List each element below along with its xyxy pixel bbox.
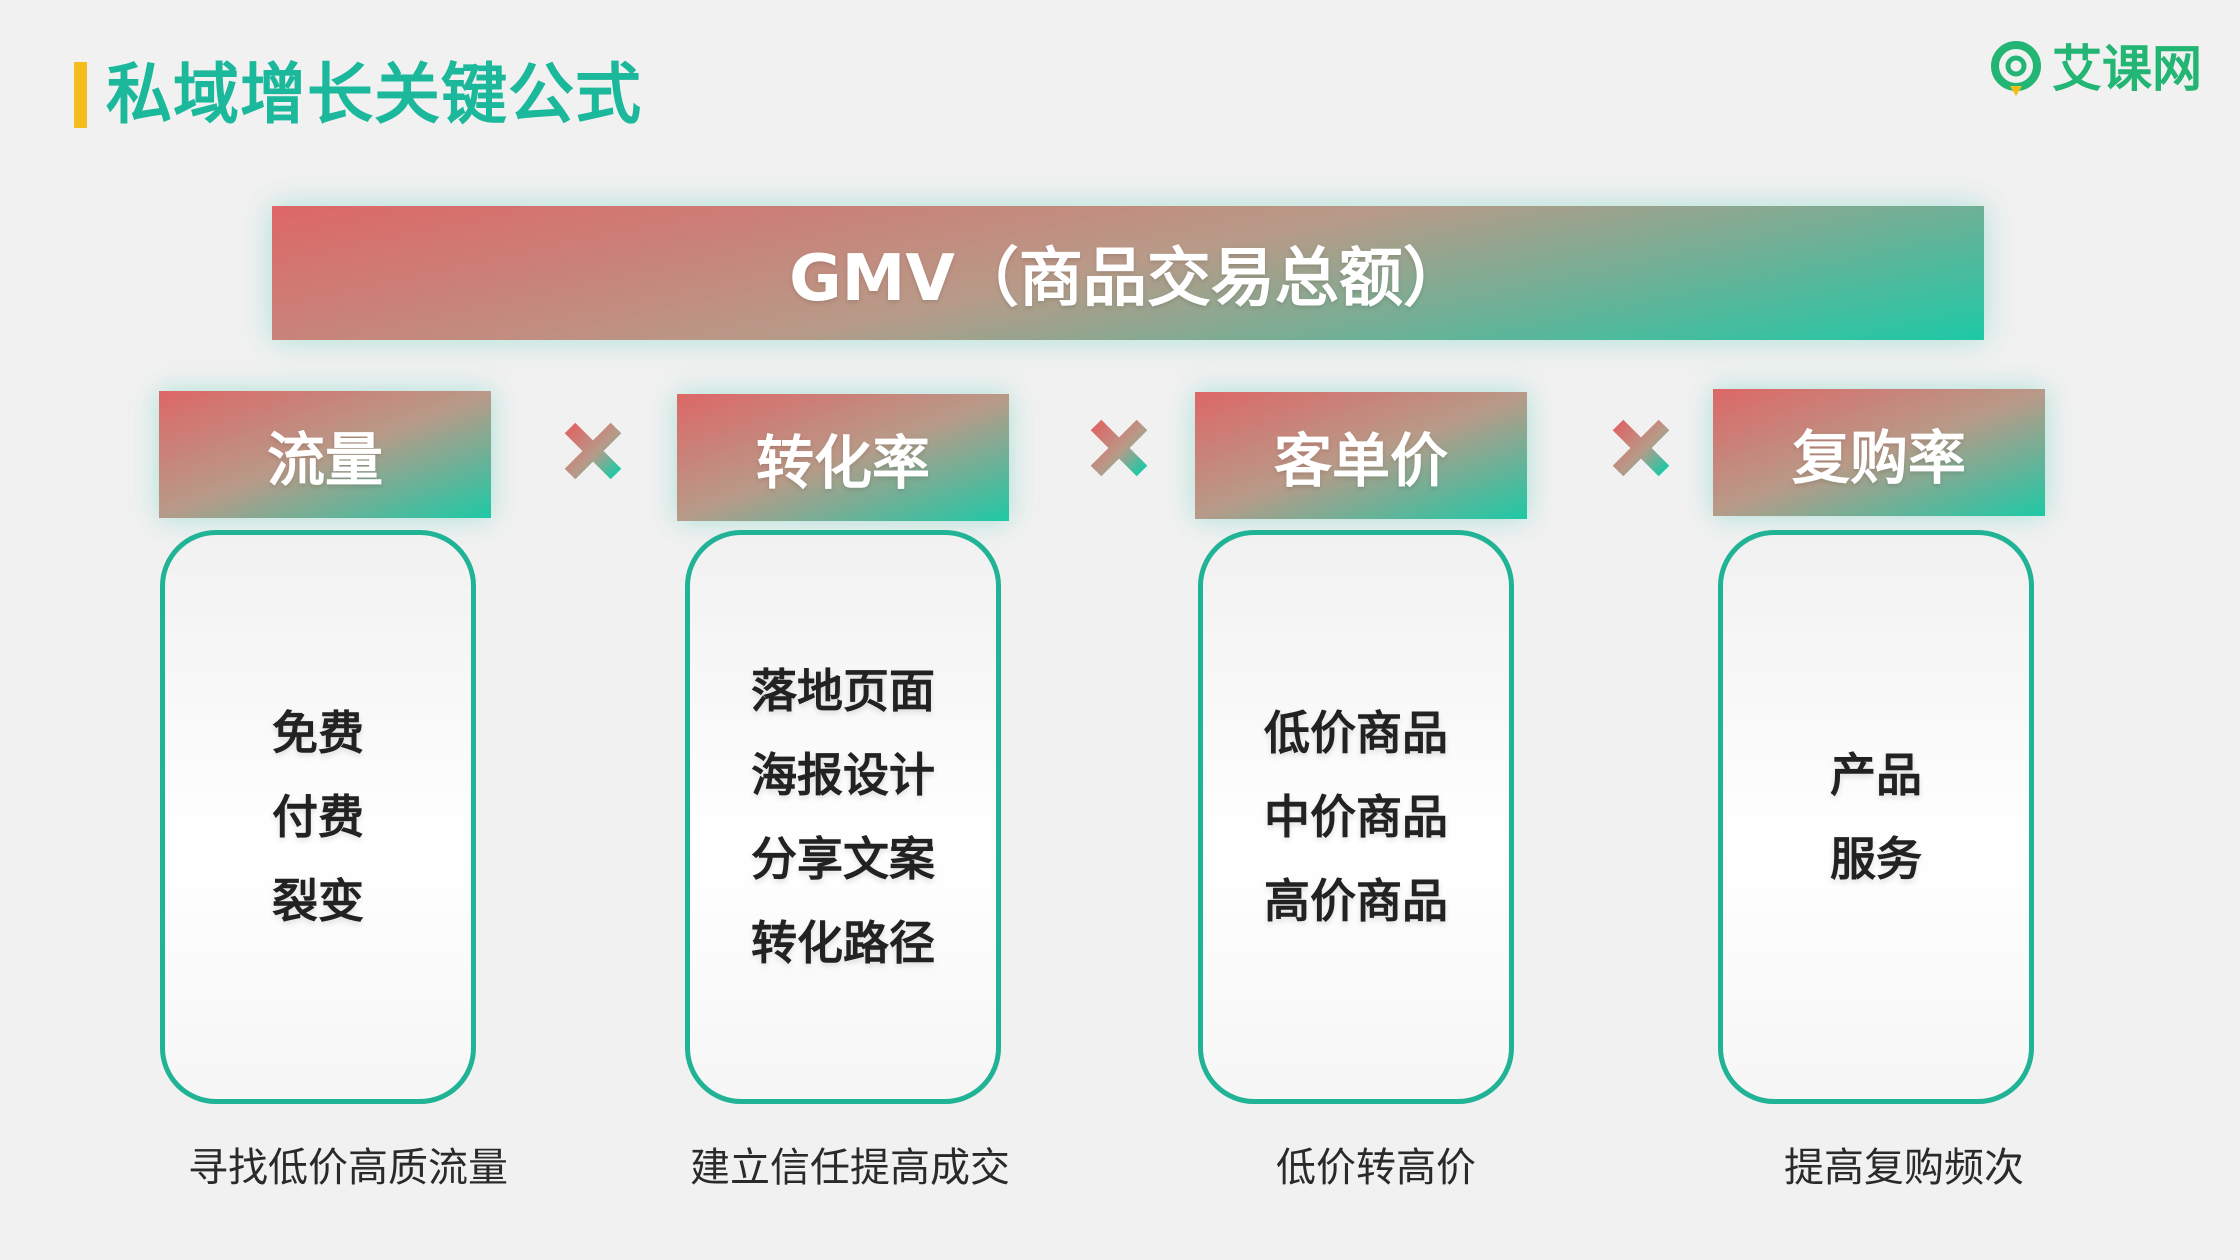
gmv-banner-text: GMV（商品交易总额） (789, 242, 1467, 316)
header-traffic: 流量 (159, 391, 491, 518)
list-item: 中价商品 (1264, 790, 1448, 844)
brand-logo: 艾课网 (1986, 34, 2202, 104)
card-order-value-list: 低价商品 中价商品 高价商品 (1264, 691, 1448, 943)
header-conversion-rate: 转化率 (677, 394, 1009, 521)
list-item: 付费 (272, 790, 364, 844)
header-order-value-label: 客单价 (1273, 426, 1448, 495)
card-traffic-list: 免费 付费 裂变 (272, 691, 364, 943)
multiply-icon (1090, 419, 1148, 477)
header-conversion-rate-label: 转化率 (755, 428, 930, 497)
title-accent-bar (74, 62, 87, 128)
list-item: 裂变 (272, 874, 364, 928)
header-repurchase-rate: 复购率 (1713, 389, 2045, 516)
list-item: 落地页面 (751, 664, 935, 718)
card-repurchase-rate-list: 产品 服务 (1830, 733, 1922, 901)
card-conversion-rate-list: 落地页面 海报设计 分享文案 转化路径 (751, 649, 935, 985)
list-item: 海报设计 (751, 748, 935, 802)
list-item: 分享文案 (751, 832, 935, 886)
card-repurchase-rate: 产品 服务 (1718, 530, 2034, 1104)
header-repurchase-rate-label: 复购率 (1791, 423, 1966, 492)
card-order-value: 低价商品 中价商品 高价商品 (1198, 530, 1514, 1104)
page-title: 私域增长关键公式 (106, 56, 642, 133)
caption-conversion-rate: 建立信任提高成交 (690, 1145, 1010, 1191)
search-lens-logo-icon (1991, 41, 2041, 96)
caption-repurchase-rate: 提高复购频次 (1784, 1145, 2024, 1191)
header-traffic-label: 流量 (266, 425, 383, 494)
caption-traffic: 寻找低价高质流量 (188, 1145, 508, 1191)
list-item: 低价商品 (1264, 706, 1448, 760)
card-conversion-rate: 落地页面 海报设计 分享文案 转化路径 (685, 530, 1001, 1104)
multiply-icon (564, 422, 622, 480)
card-traffic: 免费 付费 裂变 (160, 530, 476, 1104)
gmv-banner: GMV（商品交易总额） (272, 206, 1984, 340)
logo-text: 艾课网 (2052, 40, 2202, 98)
list-item: 服务 (1830, 832, 1922, 886)
multiply-icon (1612, 419, 1670, 477)
caption-order-value: 低价转高价 (1276, 1145, 1476, 1191)
list-item: 高价商品 (1264, 874, 1448, 928)
header-order-value: 客单价 (1195, 392, 1527, 519)
list-item: 产品 (1830, 748, 1922, 802)
list-item: 免费 (272, 706, 364, 760)
list-item: 转化路径 (751, 916, 935, 970)
